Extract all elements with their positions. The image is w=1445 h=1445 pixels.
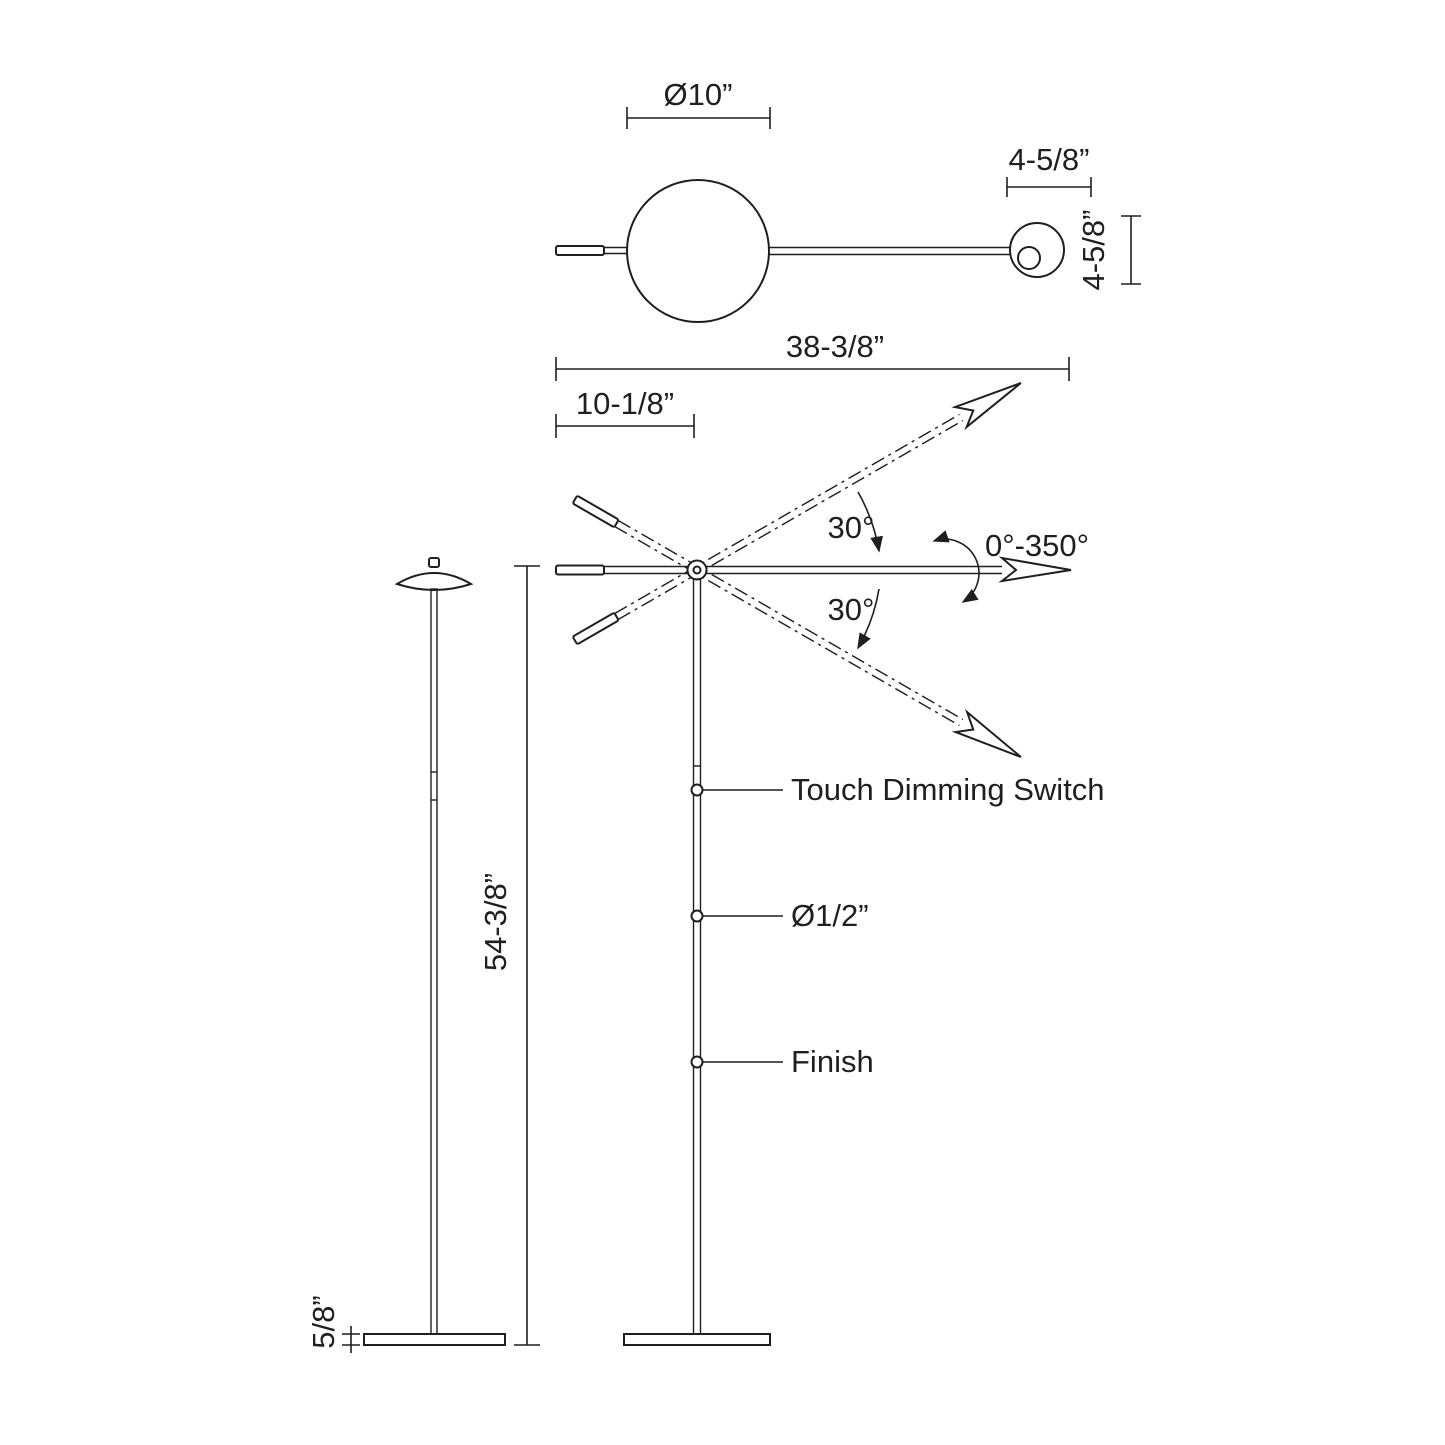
top-shade-circle — [626, 179, 770, 323]
callout-pole-diameter-label: Ø1/2” — [791, 898, 869, 933]
callout-touch-dimming-switch: Touch Dimming Switch — [690, 772, 1105, 807]
callout-finish-label: Finish — [791, 1044, 874, 1079]
rotation-range-label: 0°-350° — [985, 528, 1089, 563]
top-rear-stub — [555, 245, 628, 256]
dim-head-width-label: 4-5/8” — [1009, 142, 1090, 177]
side-view: 30° 30° 0°-350° Touch Dimming Switch — [555, 382, 1105, 1346]
dim-arm-length: 38-3/8” — [555, 329, 1070, 381]
side-arm-rotated-up — [572, 382, 1022, 645]
dim-shade-diameter: Ø10” — [626, 77, 771, 129]
angle-up-label: 30° — [828, 510, 875, 545]
dim-base-thickness-label: 5/8” — [306, 1295, 341, 1348]
angle-up-annotation: 30° — [828, 491, 883, 553]
dim-head-height-label: 4-5/8” — [1076, 210, 1111, 291]
front-shade — [394, 557, 474, 591]
dim-overall-height-label: 54-3/8” — [478, 873, 513, 971]
top-lamp-head — [1009, 222, 1065, 278]
dim-arm-rear-offset: 10-1/8” — [555, 386, 695, 438]
top-arm — [769, 246, 1011, 256]
side-pole — [692, 578, 702, 1335]
callout-touch-dimming-switch-label: Touch Dimming Switch — [791, 772, 1105, 807]
side-base — [623, 1333, 771, 1346]
angle-down-annotation: 30° — [828, 588, 880, 650]
dim-base-thickness: 5/8” — [306, 1295, 360, 1353]
front-base — [363, 1333, 506, 1346]
side-pivot-joint — [686, 559, 708, 581]
front-view: 54-3/8” 5/8” — [306, 557, 540, 1353]
callout-pole-diameter: Ø1/2” — [690, 898, 869, 933]
front-pole — [430, 588, 438, 1335]
dim-arm-rear-offset-label: 10-1/8” — [576, 386, 674, 421]
dim-head-width: 4-5/8” — [1006, 142, 1092, 197]
dim-head-height: 4-5/8” — [1076, 210, 1141, 291]
side-arm-rotated-down — [572, 495, 1022, 758]
rotation-range-annotation: 0°-350° — [932, 528, 1089, 603]
dim-arm-length-label: 38-3/8” — [786, 329, 884, 364]
angle-down-label: 30° — [828, 592, 875, 627]
dim-overall-height: 54-3/8” — [478, 565, 540, 1346]
callout-finish: Finish — [690, 1044, 874, 1079]
top-view: Ø10” 4-5/8” — [555, 77, 1141, 323]
side-lamp-head — [998, 556, 1072, 583]
dim-shade-diameter-label: Ø10” — [664, 77, 733, 112]
